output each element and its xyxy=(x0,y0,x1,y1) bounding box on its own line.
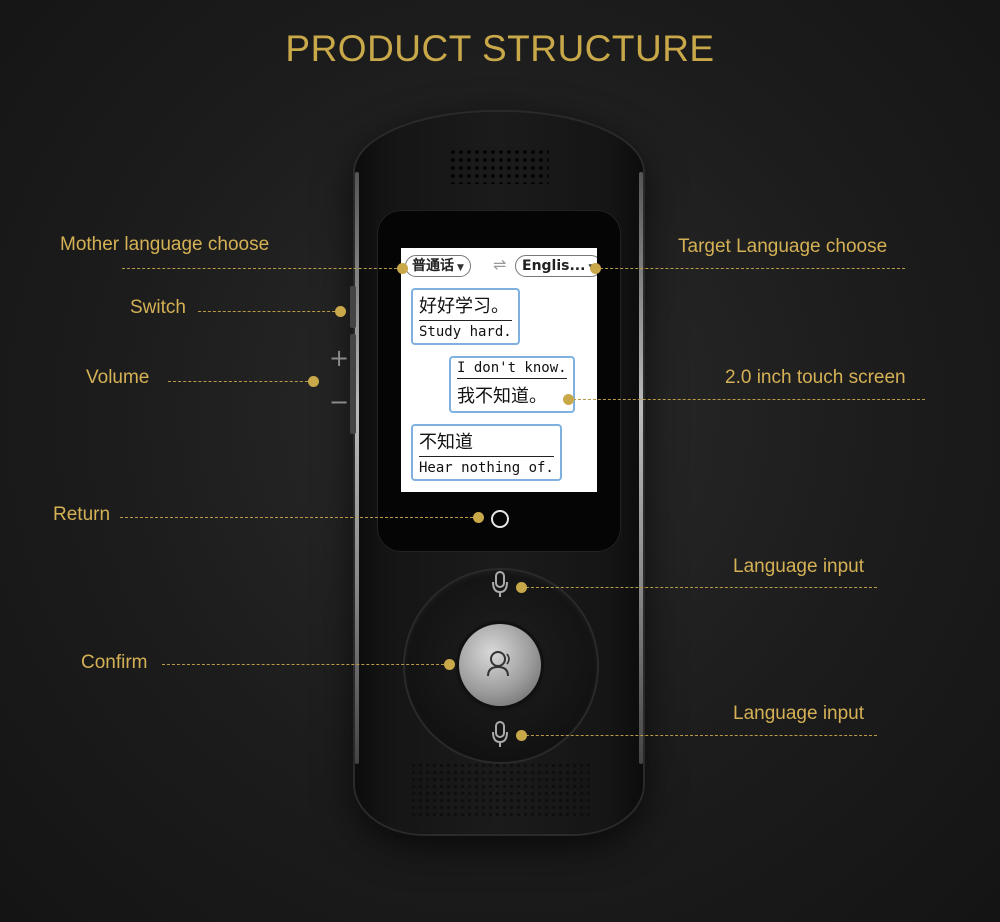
target-language-label: Englis... xyxy=(522,258,586,274)
callout-return: Return xyxy=(53,504,111,525)
swap-languages-icon[interactable]: ⇌ xyxy=(493,257,507,274)
callout-dot xyxy=(396,262,408,274)
callout-language-input-bottom: Language input xyxy=(733,703,865,724)
leader-line xyxy=(162,664,449,665)
leader-line xyxy=(521,587,877,588)
bottom-grille xyxy=(410,762,590,817)
touch-screen[interactable]: 普通话▼ ⇌ Englis...▼ 好好学习。 Study hard. I do… xyxy=(401,248,597,492)
leader-line xyxy=(595,268,905,269)
leader-line xyxy=(198,311,340,312)
message-original: I don't know. xyxy=(457,360,567,379)
leader-line xyxy=(521,735,877,736)
chevron-down-icon: ▼ xyxy=(457,263,464,273)
message-original: 不知道 xyxy=(419,428,554,457)
callout-mother-language: Mother language choose xyxy=(60,234,270,255)
message-translation: Study hard. xyxy=(419,324,512,340)
callout-language-input-top: Language input xyxy=(733,556,865,577)
callout-target-language: Target Language choose xyxy=(678,236,888,257)
volume-plus-icon: + xyxy=(329,344,350,372)
message-bubble[interactable]: I don't know. 我不知道。 xyxy=(449,356,575,413)
callout-volume: Volume xyxy=(86,367,150,388)
target-language-select[interactable]: Englis...▼ xyxy=(515,255,597,277)
callout-switch: Switch xyxy=(130,297,186,318)
home-button-icon[interactable] xyxy=(491,510,509,528)
message-bubble[interactable]: 不知道 Hear nothing of. xyxy=(411,424,562,481)
callout-dot xyxy=(472,511,484,523)
callout-dot xyxy=(334,305,346,317)
callout-touch-screen: 2.0 inch touch screen xyxy=(725,367,906,388)
translator-device: + − 普通话▼ ⇌ Englis...▼ 好好学习。 Study hard. … xyxy=(329,112,643,834)
callout-dot xyxy=(515,581,527,593)
callout-dot xyxy=(307,375,319,387)
callout-dot xyxy=(515,729,527,741)
switch-button[interactable] xyxy=(350,286,356,328)
callout-dot xyxy=(562,393,574,405)
confirm-speaker-icon xyxy=(487,651,510,677)
callout-dot xyxy=(443,658,455,670)
message-original: 好好学习。 xyxy=(419,292,512,321)
microphone-icon[interactable] xyxy=(491,720,509,748)
confirm-button[interactable] xyxy=(459,624,541,706)
screen-bezel: 普通话▼ ⇌ Englis...▼ 好好学习。 Study hard. I do… xyxy=(377,210,621,552)
speaker-grille xyxy=(449,148,549,184)
leader-line xyxy=(120,517,478,518)
source-language-select[interactable]: 普通话▼ xyxy=(405,255,471,277)
device-right-edge xyxy=(639,172,643,764)
source-language-label: 普通话 xyxy=(412,258,454,274)
callout-dot xyxy=(589,262,601,274)
message-bubble[interactable]: 好好学习。 Study hard. xyxy=(411,288,520,345)
leader-line xyxy=(122,268,402,269)
volume-minus-icon: − xyxy=(329,388,350,416)
message-translation: Hear nothing of. xyxy=(419,460,554,476)
device-left-edge xyxy=(355,172,359,764)
callout-confirm: Confirm xyxy=(81,652,148,673)
volume-button[interactable] xyxy=(350,334,356,434)
page-title: PRODUCT STRUCTURE xyxy=(285,28,715,69)
microphone-icon[interactable] xyxy=(491,570,509,598)
language-selector-row: 普通话▼ ⇌ Englis...▼ xyxy=(405,255,597,277)
message-translation: 我不知道。 xyxy=(457,386,547,407)
leader-line xyxy=(568,399,925,400)
leader-line xyxy=(168,381,313,382)
